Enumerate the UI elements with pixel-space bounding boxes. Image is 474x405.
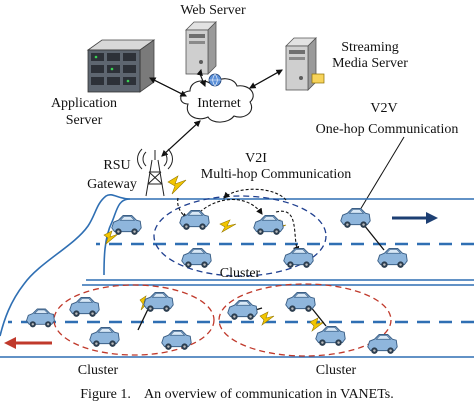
rsu-label-line1: RSU — [103, 158, 130, 173]
car-icon — [285, 292, 316, 313]
car-icon — [227, 300, 258, 321]
globe-icon — [208, 73, 222, 87]
car-icon — [367, 334, 398, 355]
streaming-server-icon — [285, 37, 325, 91]
v2v-pointer-line — [359, 136, 405, 211]
car-icon — [143, 292, 174, 313]
car-icon — [340, 208, 371, 229]
cluster-bottom-left-boundary — [53, 284, 215, 356]
cluster-bottom-right-boundary — [218, 283, 392, 357]
car-icon — [253, 215, 284, 236]
v2i-label-line1: V2I — [245, 151, 267, 166]
application-server-label-line2: Server — [66, 113, 103, 128]
car-icon — [179, 210, 210, 231]
car-icon — [161, 330, 192, 351]
car-icon — [283, 248, 314, 269]
cluster-bottom-right-label: Cluster — [316, 363, 357, 378]
v2v-links — [137, 224, 385, 331]
v2i-label-line2: Multi-hop Communication — [201, 167, 352, 182]
car-icon — [111, 215, 142, 236]
web-server-icon — [185, 21, 217, 75]
car-icon — [181, 248, 212, 269]
direction-arrow-left — [4, 337, 52, 349]
figure-caption: Figure 1. An overview of communication i… — [80, 387, 393, 402]
application-server-label-line1: Application — [51, 96, 117, 111]
cluster-bottom-left-label: Cluster — [78, 363, 119, 378]
web-server-label: Web Server — [180, 3, 246, 18]
application-server-icon — [86, 39, 156, 93]
internet-cloud-icon — [180, 78, 254, 123]
cluster-top-label: Cluster — [220, 266, 261, 281]
v2v-label-line1: V2V — [370, 101, 397, 116]
cluster-top-boundary — [153, 195, 327, 277]
car-icon — [26, 308, 55, 328]
rsu-label-line2: Gateway — [87, 177, 137, 192]
rsu-antenna-tower-icon — [137, 148, 173, 197]
car-icon — [69, 297, 100, 318]
streaming-server-label-line2: Media Server — [332, 56, 408, 71]
internet-label: Internet — [197, 96, 241, 111]
direction-arrow-right — [392, 212, 438, 224]
car-icon — [89, 327, 120, 348]
car-icon — [315, 326, 346, 347]
road-lines — [0, 193, 474, 358]
v2v-label-line2: One-hop Communication — [316, 122, 459, 137]
streaming-server-label-line1: Streaming — [341, 40, 399, 55]
server-links — [149, 68, 283, 157]
car-icon — [377, 248, 408, 269]
